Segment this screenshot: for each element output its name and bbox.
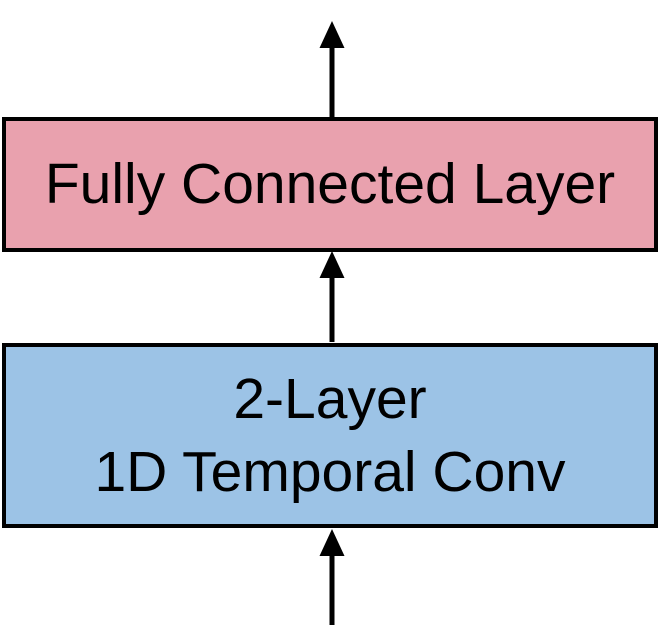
- inter-layer-arrowhead-icon: [319, 251, 345, 278]
- inter-layer-arrow: [319, 251, 345, 342]
- node-temporal-conv: 2-Layer 1D Temporal Conv: [2, 343, 658, 528]
- node-temporal-conv-label-line2: 1D Temporal Conv: [94, 439, 566, 504]
- output-arrow: [319, 21, 345, 118]
- node-fully-connected-layer-label: Fully Connected Layer: [44, 152, 616, 217]
- node-temporal-conv-label-line1: 2-Layer: [233, 366, 427, 431]
- input-arrow: [319, 529, 345, 625]
- output-arrowhead-icon: [319, 21, 345, 48]
- node-fully-connected-layer: Fully Connected Layer: [2, 117, 658, 252]
- input-arrowhead-icon: [319, 529, 345, 556]
